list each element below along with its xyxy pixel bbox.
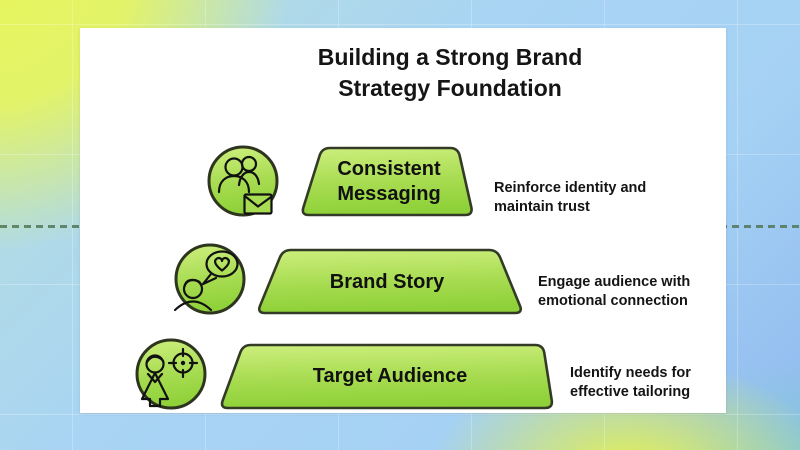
level-label-brand-story: Brand Story <box>329 270 445 293</box>
level-shape-target-audience <box>220 343 554 410</box>
level-description-brand-story: Engage audience with emotional connectio… <box>538 274 691 309</box>
level-label-consistent-messaging: Consistent Messaging <box>337 158 441 205</box>
title-line-1: Building a Strong Brand <box>317 44 583 70</box>
level-shape-consistent-messaging <box>301 146 473 217</box>
slide-card: Building a Strong Brand Strategy Foundat… <box>80 28 726 413</box>
people-mail-icon <box>217 155 273 215</box>
level-label-target-audience: Target Audience <box>312 364 468 387</box>
level-description-target-audience: Identify needs for effective tailoring <box>570 365 691 400</box>
level-shape-brand-story <box>257 248 523 315</box>
title-line-2: Strategy Foundation <box>338 75 562 101</box>
page-title: Building a Strong Brand Strategy Foundat… <box>200 42 700 104</box>
level-description-consistent-messaging: Reinforce identity and maintain trust <box>494 180 647 215</box>
heart-speech-icon <box>173 250 239 312</box>
person-target-icon <box>140 347 199 408</box>
pyramid-graphic <box>135 145 554 410</box>
